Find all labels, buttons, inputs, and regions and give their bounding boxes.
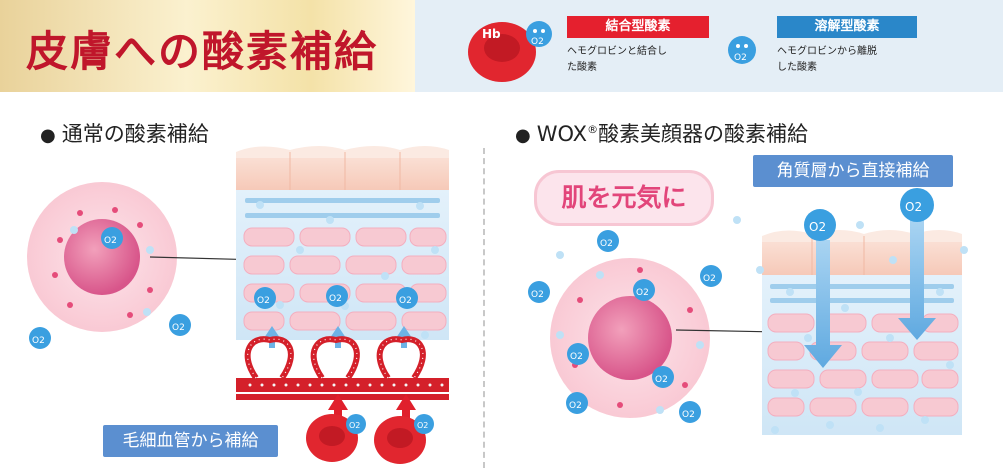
bullet-icon: ●: [515, 125, 531, 146]
red-blood-cell-icon: Hb: [468, 22, 536, 82]
skin-layers-right: [762, 220, 962, 435]
svg-text:O2: O2: [104, 236, 117, 246]
right-section-title-suffix: 酸素美顔器の酸素補給: [598, 122, 809, 146]
oxygen-molecule-icon: O2: [900, 188, 934, 222]
skin-cell-right: [550, 258, 710, 418]
capillary-vessels: [236, 336, 449, 428]
registered-mark: ®: [587, 123, 599, 136]
bound-oxygen-tag: 結合型酸素: [567, 16, 709, 38]
oxygen-molecule-icon: O2: [414, 414, 434, 434]
left-section-title: ●通常の酸素補給: [40, 118, 209, 148]
revitalize-skin-pill: 肌を元気に: [534, 170, 714, 226]
down-arrow: [804, 240, 842, 368]
oxygen-molecule-icon: O2: [700, 265, 722, 287]
bound-oxygen-desc-line1: ヘモグロビンと結合し: [567, 46, 667, 57]
header-title-banner: [0, 0, 415, 92]
oxygen-molecule-icon: O2: [566, 392, 588, 414]
bound-oxygen-desc-line2: た酸素: [567, 62, 597, 73]
svg-text:O2: O2: [809, 220, 826, 234]
svg-text:O2: O2: [905, 200, 922, 214]
oxygen-molecule-icon: O2: [804, 209, 836, 241]
skin-layers-left: [236, 146, 449, 348]
hb-label: Hb: [482, 27, 501, 41]
svg-text:O2: O2: [734, 53, 747, 63]
oxygen-molecule-icon: O2: [528, 281, 550, 303]
oxygen-molecule-icon: O2: [346, 414, 366, 434]
oxygen-molecule-icon: O2: [597, 230, 619, 252]
dissolved-oxygen-desc-line1: ヘモグロビンから離脱: [777, 46, 877, 57]
svg-text:O2: O2: [655, 375, 668, 385]
dissolved-oxygen-description: ヘモグロビンから離脱 した酸素: [777, 44, 927, 76]
dissolved-oxygen-desc-line2: した酸素: [777, 62, 817, 73]
svg-text:O2: O2: [32, 336, 45, 346]
svg-text:O2: O2: [531, 290, 544, 300]
oxygen-molecule-icon: O2: [254, 287, 276, 309]
oxygen-molecule-icon: O2: [396, 287, 418, 309]
oxygen-molecule-icon: O2: [633, 279, 655, 301]
svg-text:O2: O2: [569, 401, 582, 411]
left-section-title-text: 通常の酸素補給: [61, 122, 209, 146]
oxygen-molecule-icon: O2: [29, 327, 51, 349]
svg-text:O2: O2: [172, 323, 185, 333]
pointer-line: [675, 329, 779, 333]
svg-text:O2: O2: [349, 421, 360, 430]
bullet-icon: ●: [40, 125, 56, 146]
svg-text:O2: O2: [417, 421, 428, 430]
oxygen-molecule-icon: O2: [679, 401, 701, 423]
svg-text:O2: O2: [636, 288, 649, 298]
dissolved-oxygen-tag: 溶解型酸素: [777, 16, 917, 38]
bound-oxygen-description: ヘモグロビンと結合し た酸素: [567, 44, 717, 76]
svg-text:O2: O2: [399, 296, 412, 306]
page-title: 皮膚への酸素補給: [26, 27, 379, 76]
direct-supply-label: 角質層から直接補給: [753, 155, 953, 187]
oxygen-molecule-icon: O2: [101, 227, 123, 249]
capillary-supply-label: 毛細血管から補給: [103, 425, 278, 457]
oxygen-molecule-icon: O2: [526, 21, 552, 47]
down-arrow: [898, 220, 936, 340]
svg-text:O2: O2: [682, 410, 695, 420]
svg-text:O2: O2: [570, 352, 583, 362]
panel-divider: [483, 148, 485, 468]
svg-text:O2: O2: [329, 294, 342, 304]
right-section-title: ●WOX®酸素美顔器の酸素補給: [515, 118, 808, 148]
svg-text:O2: O2: [257, 296, 270, 306]
oxygen-molecule-icon: O2: [652, 366, 674, 388]
oxygen-molecule-icon: O2: [326, 285, 348, 307]
oxygen-dots: [556, 216, 968, 274]
svg-text:O2: O2: [531, 37, 544, 47]
svg-text:O2: O2: [600, 239, 613, 249]
svg-text:O2: O2: [703, 274, 716, 284]
oxygen-molecule-icon: O2: [169, 314, 191, 336]
oxygen-molecule-icon: O2: [567, 343, 589, 365]
red-blood-cell-icon: [374, 416, 426, 464]
oxygen-molecule-icon: O2: [728, 36, 756, 64]
red-blood-cell-icon: [306, 414, 358, 462]
right-section-title-prefix: WOX: [536, 122, 588, 146]
